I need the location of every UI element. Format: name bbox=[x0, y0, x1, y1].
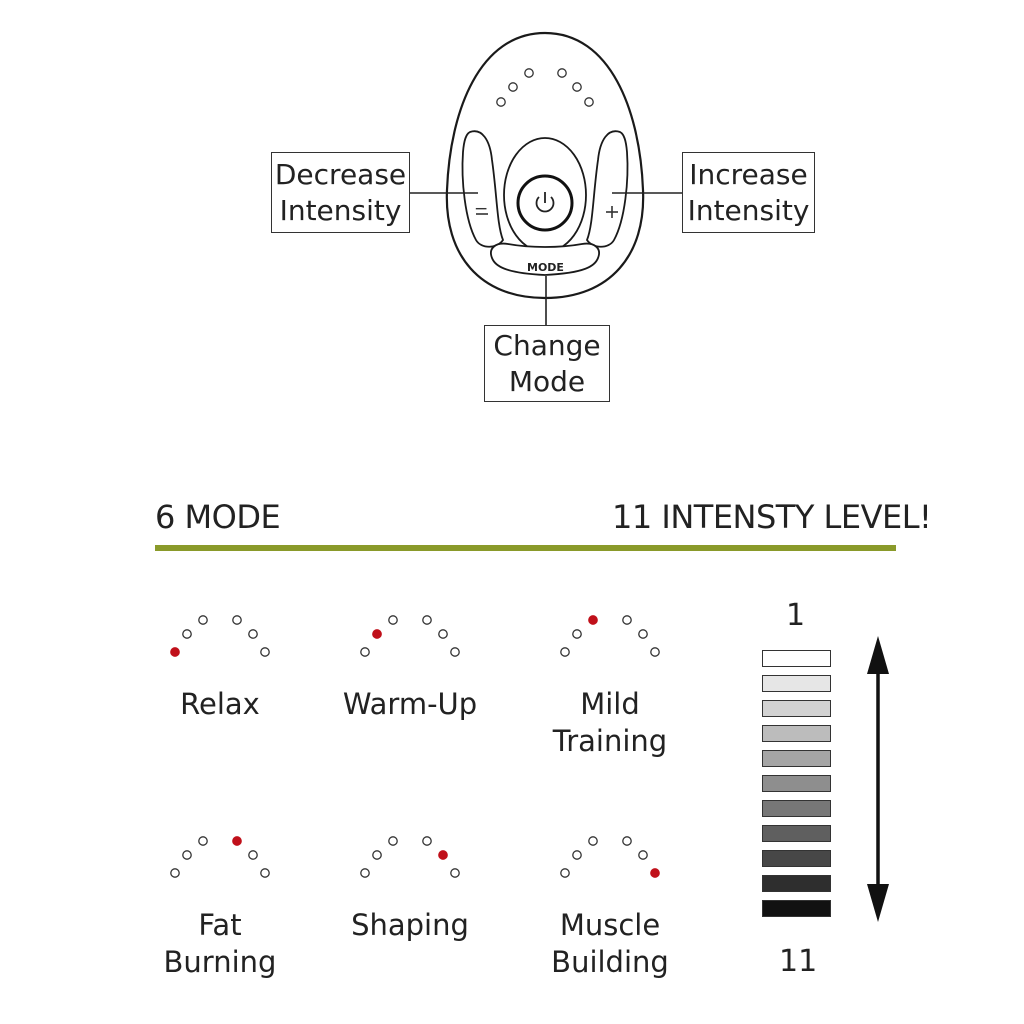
indicator-led bbox=[360, 868, 370, 878]
modes-heading: 6 MODE bbox=[155, 498, 281, 536]
indicator-led-active bbox=[650, 868, 660, 878]
indicator-led bbox=[198, 615, 208, 625]
indicator-led bbox=[450, 868, 460, 878]
increase-intensity-callout: Increase Intensity bbox=[682, 152, 815, 233]
intensity-level-bar bbox=[762, 750, 831, 767]
indicator-led bbox=[170, 868, 180, 878]
indicator-led-active bbox=[588, 615, 598, 625]
decrease-intensity-button bbox=[461, 130, 505, 248]
power-icon bbox=[535, 192, 555, 213]
indicator-led bbox=[182, 629, 192, 639]
indicator-led bbox=[248, 850, 258, 860]
indicator-led bbox=[622, 615, 632, 625]
intensity-level-bar bbox=[762, 875, 831, 892]
callout-decrease-line2: Intensity bbox=[279, 193, 402, 227]
change-mode-callout: Change Mode bbox=[484, 325, 610, 402]
indicator-led bbox=[232, 615, 242, 625]
indicator-led bbox=[588, 836, 598, 846]
mode-label-line: Warm-Up bbox=[342, 687, 478, 721]
mode-indicator-icon bbox=[360, 836, 460, 878]
mode-label-line: Training bbox=[552, 724, 668, 758]
indicator-led-active bbox=[170, 647, 180, 657]
intensity-level-bar bbox=[762, 775, 831, 792]
mode-label-line: Relax bbox=[180, 687, 260, 721]
intensity-level-bar bbox=[762, 725, 831, 742]
mode-label-line: Burning bbox=[163, 945, 277, 979]
mode-label-line: Shaping bbox=[351, 908, 469, 942]
mode-indicator-icon bbox=[170, 615, 270, 657]
mode-item: Shaping bbox=[315, 833, 505, 944]
mode-label: Relax bbox=[125, 686, 315, 723]
mode-indicator-icon bbox=[560, 836, 660, 878]
indicator-led-active bbox=[232, 836, 242, 846]
intensity-level-bar bbox=[762, 650, 831, 667]
indicator-led bbox=[560, 868, 570, 878]
indicator-led bbox=[572, 850, 582, 860]
indicator-led bbox=[572, 629, 582, 639]
indicator-led bbox=[260, 868, 270, 878]
power-button bbox=[516, 174, 574, 232]
indicator-led bbox=[650, 647, 660, 657]
intensity-arrow-icon bbox=[867, 636, 889, 922]
indicator-led bbox=[388, 615, 398, 625]
mode-label-line: Mild bbox=[580, 687, 640, 721]
intensity-level-bar bbox=[762, 700, 831, 717]
callout-change-line1: Change bbox=[493, 328, 601, 362]
callout-increase-line1: Increase bbox=[689, 157, 808, 191]
mode-label: Warm-Up bbox=[315, 686, 505, 723]
intensity-level-bar bbox=[762, 825, 831, 842]
indicator-led bbox=[622, 836, 632, 846]
indicator-led bbox=[560, 647, 570, 657]
indicator-led bbox=[450, 647, 460, 657]
mode-label-line: Muscle bbox=[559, 908, 661, 942]
callout-decrease-line1: Decrease bbox=[274, 157, 407, 191]
callout-change-line2: Mode bbox=[508, 364, 586, 398]
indicator-led bbox=[388, 836, 398, 846]
intensity-level-bar bbox=[762, 900, 831, 917]
decrease-intensity-callout: Decrease Intensity bbox=[271, 152, 410, 233]
increase-intensity-button bbox=[585, 130, 629, 248]
mode-item: Warm-Up bbox=[315, 612, 505, 723]
device-illustration bbox=[409, 31, 683, 326]
mode-indicator-icon bbox=[560, 615, 660, 657]
indicator-led bbox=[248, 629, 258, 639]
mode-label: Shaping bbox=[315, 907, 505, 944]
mode-button-label[interactable]: MODE bbox=[527, 261, 564, 274]
minus-symbol: − bbox=[474, 199, 489, 219]
callout-increase-line2: Intensity bbox=[687, 193, 810, 227]
intensity-level-bar bbox=[762, 850, 831, 867]
indicator-led bbox=[260, 647, 270, 657]
section-divider bbox=[155, 545, 896, 551]
indicator-led bbox=[198, 836, 208, 846]
intensity-level-bar bbox=[762, 800, 831, 817]
indicator-led bbox=[360, 647, 370, 657]
intensity-max-label: 11 bbox=[779, 944, 818, 979]
intensity-min-label: 1 bbox=[786, 598, 806, 633]
mode-label-line: Fat bbox=[198, 908, 242, 942]
indicator-led-active bbox=[438, 850, 448, 860]
mode-label-line: Building bbox=[551, 945, 669, 979]
mode-indicator-icon bbox=[360, 615, 460, 657]
indicator-led bbox=[182, 850, 192, 860]
intensity-level-bar bbox=[762, 675, 831, 692]
indicator-led bbox=[422, 615, 432, 625]
indicator-led bbox=[438, 629, 448, 639]
mode-button bbox=[490, 242, 600, 276]
indicator-led-active bbox=[372, 629, 382, 639]
levels-heading: 11 INTENSTY LEVEL! bbox=[612, 498, 932, 536]
indicator-led bbox=[638, 850, 648, 860]
indicator-led bbox=[422, 836, 432, 846]
mode-indicator-icon bbox=[170, 836, 270, 878]
device-led-arc bbox=[496, 68, 594, 107]
indicator-led bbox=[372, 850, 382, 860]
mode-item: Relax bbox=[125, 612, 315, 723]
indicator-led bbox=[638, 629, 648, 639]
